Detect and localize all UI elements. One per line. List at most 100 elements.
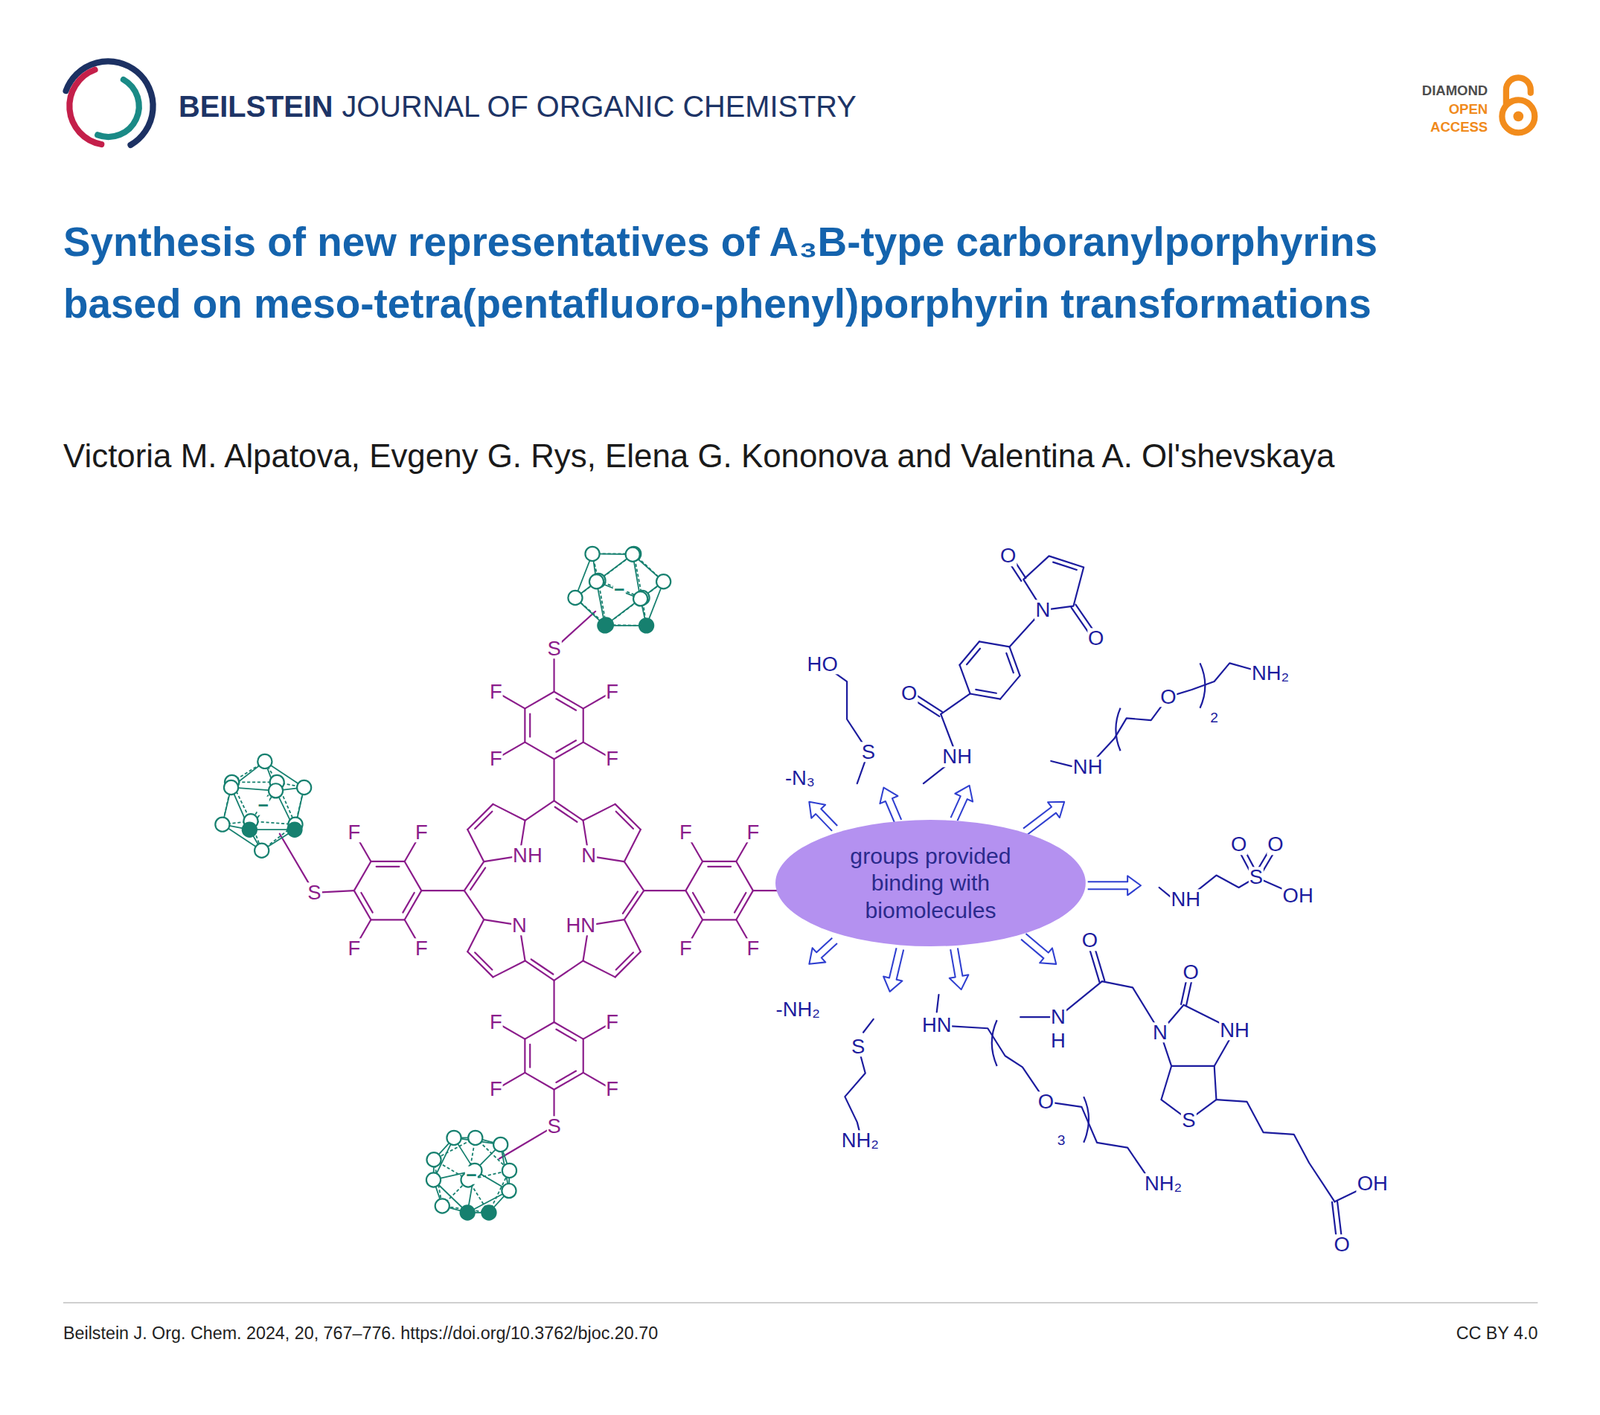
atom-label: O <box>1159 686 1177 707</box>
bond-line <box>467 829 484 862</box>
hollow-arrow <box>1021 933 1056 965</box>
carborane-cage <box>567 546 671 634</box>
node-text: groups provided binding with biomolecule… <box>833 843 1028 925</box>
journal-name: BEILSTEIN <box>178 92 334 123</box>
atom-label: O <box>1087 628 1105 649</box>
bond-line <box>467 919 484 952</box>
atom-label: NH <box>1170 890 1202 911</box>
binding-groups-ellipse: groups provided binding with biomolecule… <box>775 820 1086 947</box>
bond-line <box>1159 887 1171 897</box>
bond-line <box>555 1071 576 1083</box>
bonds <box>279 554 1373 1246</box>
hollow-arrow <box>1023 802 1065 835</box>
bond-line <box>470 867 486 891</box>
bond-line <box>616 811 634 830</box>
bond-line <box>1000 675 1020 700</box>
bond-line <box>474 811 492 830</box>
lock-body <box>1501 99 1535 133</box>
bond-line <box>707 866 731 868</box>
atom-label: F <box>605 1079 620 1100</box>
bond-line <box>1045 1102 1145 1174</box>
bond-line <box>616 952 634 970</box>
bond-line <box>702 861 736 863</box>
cage-atom <box>639 618 654 633</box>
repeat-bracket <box>1200 663 1206 708</box>
atom-label: N <box>511 915 528 936</box>
bond-line <box>822 664 869 753</box>
atom-label: F <box>414 938 429 959</box>
atom-label: S <box>1248 866 1264 888</box>
bond-line <box>844 1047 865 1135</box>
bond-line <box>531 959 554 975</box>
bond-line <box>555 740 576 752</box>
bond-line <box>960 665 971 695</box>
lock-dot <box>1512 111 1524 123</box>
bond-line <box>467 804 493 830</box>
bond-line <box>360 893 373 914</box>
bond-line <box>624 829 641 862</box>
repeat-bracket <box>1115 708 1120 752</box>
journal-name: JOURNAL OF ORGANIC CHEMISTRY <box>341 92 856 123</box>
atom-label: NH₂ <box>840 1130 880 1151</box>
bond-line <box>624 919 641 952</box>
bond-line <box>1050 761 1071 767</box>
bond-line <box>975 689 997 694</box>
atom-label: N <box>1152 1022 1169 1043</box>
atom-label: O <box>1332 1234 1350 1255</box>
citation-text: Beilstein J. Org. Chem. 2024, 20, 767–77… <box>63 1326 658 1344</box>
atom-label: NH₂ <box>1143 1173 1183 1194</box>
atom-label: NH <box>1072 756 1104 777</box>
hollow-arrow <box>808 938 838 965</box>
bond-line <box>622 891 638 914</box>
atom-label: NH₂ <box>1250 663 1290 684</box>
bond-line <box>615 951 641 978</box>
atom-label: HN <box>921 1015 953 1036</box>
bond-line <box>555 1029 576 1042</box>
bond-line <box>1216 1099 1335 1202</box>
cage-atom <box>460 1205 475 1220</box>
bond-line <box>555 807 578 823</box>
bond-line <box>615 804 641 830</box>
bond-line <box>474 952 492 970</box>
atom-label: HO <box>806 654 839 675</box>
bond-line <box>464 861 484 891</box>
access-badge-text: DIAMOND <box>1422 84 1488 99</box>
atom-label: -NH₂ <box>775 1000 821 1021</box>
bond-line <box>1023 555 1084 611</box>
atom-label: NH <box>941 747 973 768</box>
bond-line <box>370 861 405 863</box>
atom-label: F <box>488 1012 504 1033</box>
bond-line <box>1006 653 1014 673</box>
bond-line <box>685 861 703 891</box>
bond-line <box>583 960 616 978</box>
bond-line <box>582 1039 585 1074</box>
atom-label: F <box>488 681 504 702</box>
bond-line <box>529 714 531 738</box>
atom-label: S <box>546 1116 562 1137</box>
bond-line <box>734 893 746 914</box>
bond-line <box>583 804 616 821</box>
bond-line <box>624 890 644 920</box>
cage-atom <box>296 780 312 795</box>
bond-line <box>354 861 372 891</box>
cage-atom <box>502 1163 517 1179</box>
repeat-count: 3 <box>1056 1133 1067 1148</box>
atom-label: OH <box>1356 1173 1389 1194</box>
bond-line <box>554 800 584 821</box>
bond-line <box>940 693 970 714</box>
cage-atom <box>656 574 671 589</box>
atom-label: F <box>346 938 361 959</box>
bond-line <box>692 893 704 914</box>
cage-atom <box>633 591 648 606</box>
hollow-arrow <box>949 948 969 990</box>
cage-atom <box>597 618 612 633</box>
cage-atom <box>242 823 257 838</box>
atom-label: S <box>1181 1110 1196 1131</box>
cage-atom <box>468 1131 483 1146</box>
atom-label: -N₃ <box>784 768 816 789</box>
bond-line <box>552 759 555 801</box>
bond-line <box>524 692 554 710</box>
atom-label: S <box>850 1036 866 1057</box>
hollow-arrow <box>883 948 904 992</box>
cage-atom <box>257 754 272 769</box>
